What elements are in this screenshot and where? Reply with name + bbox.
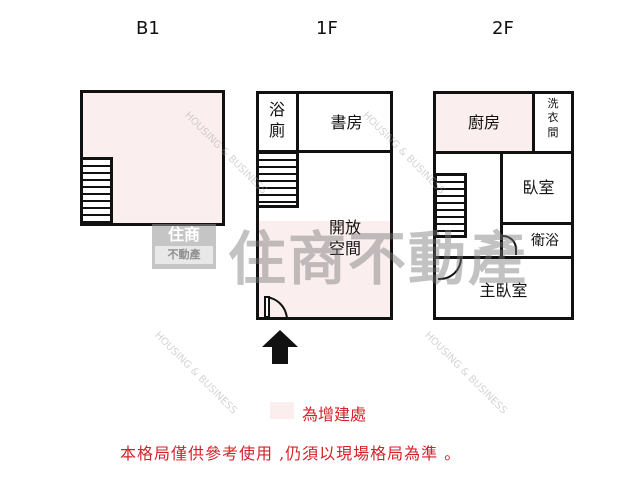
- entrance-arrow-icon: [262, 330, 298, 364]
- legend-text: 為增建處: [302, 405, 367, 424]
- floor-label-b1: B1: [136, 18, 160, 39]
- watermark-diagonal: HOUSING & BUSINESS: [422, 330, 509, 417]
- 1f-wall-divider: [256, 150, 393, 153]
- room-label-2f-bedroom: 臥室: [522, 178, 555, 197]
- 1f-door-leaf: [264, 296, 270, 318]
- 2f-wall-divider: [500, 151, 503, 258]
- room-label-1f-open-space: 開放 空間: [328, 218, 361, 258]
- 1f-wall-divider: [296, 91, 299, 153]
- room-label-1f-bathroom: 浴 廁: [268, 100, 285, 140]
- watermark-logo-bottom: 不動產: [155, 246, 213, 264]
- 2f-wall-divider: [433, 256, 574, 259]
- 2f-kitchen-fill: [436, 94, 532, 152]
- legend-swatch: [270, 402, 294, 419]
- 2f-wall-divider: [500, 222, 574, 225]
- 2f-wall-divider: [532, 91, 535, 154]
- 2f-bathroom-door: [503, 235, 517, 255]
- 2f-stairs: [434, 173, 467, 238]
- room-label-2f-master-bedroom: 主臥室: [479, 281, 528, 300]
- room-label-1f-study: 書房: [330, 113, 363, 132]
- 2f-wall-divider: [433, 151, 574, 154]
- watermark-logo: 住商 不動產: [152, 224, 216, 269]
- watermark-text: 住商不動產: [228, 225, 529, 293]
- room-label-2f-bathroom: 衛浴: [531, 233, 559, 249]
- b1-stairs: [80, 157, 113, 226]
- floor-label-1f: 1F: [316, 18, 338, 39]
- room-label-2f-laundry: 洗 衣 間: [547, 97, 559, 139]
- floor-label-2f: 2F: [492, 18, 514, 39]
- watermark-logo-top: 住商: [167, 225, 200, 244]
- room-label-2f-kitchen: 廚房: [467, 113, 500, 132]
- 1f-stairs: [256, 151, 299, 208]
- watermark-diagonal: HOUSING & BUSINESS: [152, 330, 239, 417]
- disclaimer-text: 本格局僅供參考使用 ,仍須以現場格局為準 。: [120, 444, 462, 463]
